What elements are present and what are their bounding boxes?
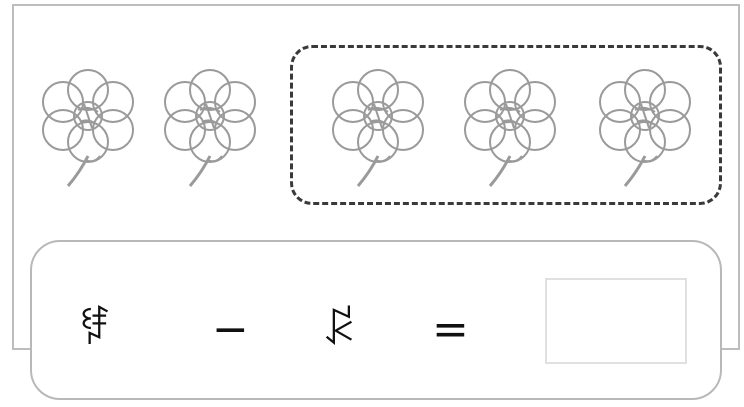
equals-sign: = [432, 300, 469, 360]
minus-sign: − [212, 300, 249, 360]
flower-icon [28, 60, 148, 190]
second-operand: ꂰ [322, 300, 356, 360]
flower-icon [150, 60, 270, 190]
first-operand: ꇂ [78, 300, 112, 360]
flower-icon [318, 60, 438, 190]
answer-box[interactable] [545, 278, 687, 364]
flower-icon [450, 60, 570, 190]
flower-icon [585, 60, 705, 190]
